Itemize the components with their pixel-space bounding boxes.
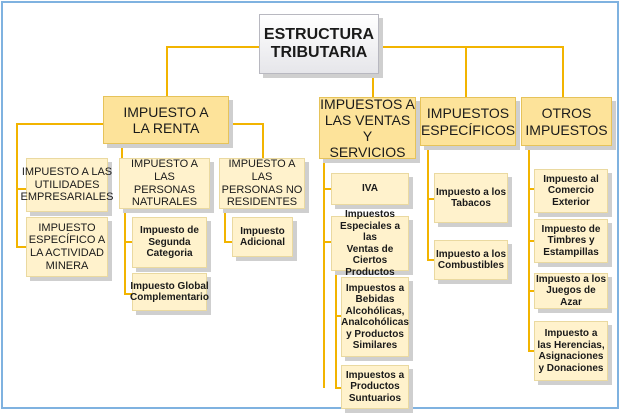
node-otros-impuestos: OTROS IMPUESTOS [521, 97, 612, 146]
connector [16, 188, 26, 190]
connector [465, 46, 467, 98]
connector [124, 293, 132, 295]
node-impuestos-ventas: IMPUESTOS A LAS VENTAS Y SERVICIOS [319, 95, 416, 161]
connector [427, 146, 429, 261]
diagram-frame: ESTRUCTURA TRIBUTARIA IMPUESTO A LA RENT… [1, 1, 619, 409]
connector [166, 46, 168, 97]
connector [427, 259, 434, 261]
node-combustibles: Impuesto a los Combustibles [434, 240, 508, 280]
root-node: ESTRUCTURA TRIBUTARIA [259, 14, 379, 74]
connector [16, 123, 18, 248]
node-tabacos: Impuesto a los Tabacos [434, 173, 508, 223]
connector [335, 315, 341, 317]
connector [562, 46, 564, 98]
connector [528, 350, 534, 352]
node-ventas-especiales: Impuestos Especiales a las Ventas de Cie… [331, 209, 409, 278]
connector [224, 241, 232, 243]
connector [124, 208, 126, 295]
node-productos-suntuarios: Impuestos a Productos Suntuarios [341, 365, 409, 409]
connector [166, 46, 259, 48]
connector [335, 271, 337, 388]
connector [528, 290, 534, 292]
node-bebidas-alcoholicas: Impuestos a Bebidas Alcohólicas, Analcoh… [341, 277, 409, 357]
connector [379, 46, 562, 48]
connector [124, 241, 132, 243]
connector [528, 240, 534, 242]
node-personas-no-residentes: IMPUESTO A LAS PERSONAS NO RESIDENTES [219, 158, 305, 209]
node-impuesto-adicional: Impuesto Adicional [232, 217, 293, 257]
connector [528, 146, 530, 351]
node-timbres-estampillas: Impuesto de Timbres y Estampillas [534, 219, 608, 263]
node-utilidades-empresariales: IMPUESTO A LAS UTILIDADES EMPRESARIALES [21, 158, 113, 212]
node-impuestos-especificos: IMPUESTOS ESPECÍFICOS [420, 97, 516, 146]
connector [528, 188, 534, 190]
node-herencias-donaciones: Impuesto a las Herencias, Asignaciones y… [534, 321, 608, 381]
connector [262, 123, 264, 159]
node-global-complementario: Impuesto Global Complementario [130, 273, 209, 311]
connector [335, 387, 341, 389]
node-segunda-categoria: Impuesto de Segunda Categoria [132, 217, 207, 268]
node-juegos-azar: Impuesto a los Juegos de Azar [534, 273, 608, 309]
connector [16, 246, 26, 248]
connector [323, 241, 331, 243]
node-iva: IVA [331, 173, 409, 205]
node-comercio-exterior: Impuesto al Comercio Exterior [534, 169, 608, 213]
connector [323, 188, 331, 190]
node-actividad-minera: IMPUESTO ESPECÍFICO A LA ACTIVIDAD MINER… [26, 217, 108, 277]
connector [372, 73, 374, 98]
node-impuesto-renta: IMPUESTO A LA RENTA [103, 96, 229, 144]
connector [323, 158, 325, 388]
connector [224, 208, 226, 243]
connector [427, 198, 434, 200]
node-personas-naturales: IMPUESTO A LAS PERSONAS NATURALES [119, 158, 210, 209]
